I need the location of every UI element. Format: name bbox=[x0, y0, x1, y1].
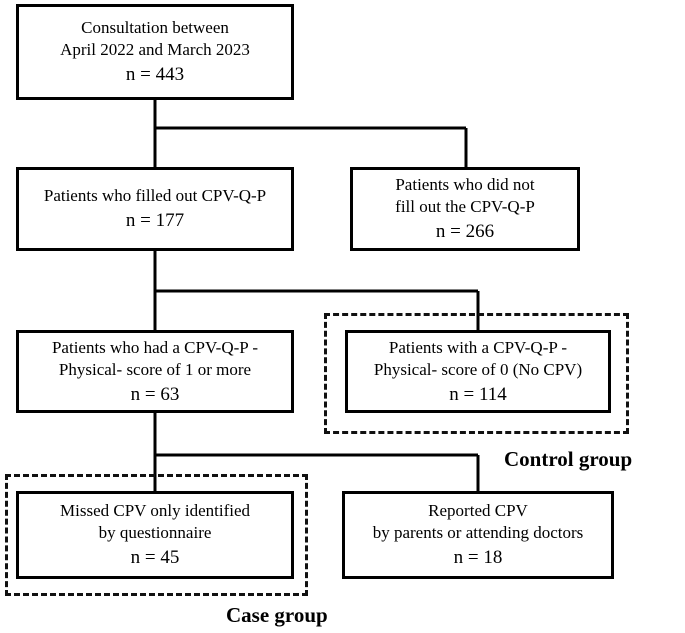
not-filled-line1: Patients who did not bbox=[395, 175, 535, 194]
missed-box: Missed CPV only identified by questionna… bbox=[16, 491, 294, 579]
score-zero-box: Patients with a CPV-Q-P - Physical- scor… bbox=[345, 330, 611, 413]
score-zero-line1: Patients with a CPV-Q-P - bbox=[388, 337, 568, 357]
missed-line2: by questionnaire bbox=[98, 523, 212, 542]
missed-n: n = 45 bbox=[130, 547, 180, 568]
score-zero-n: n = 114 bbox=[449, 383, 507, 405]
score-pos-n: n = 63 bbox=[130, 383, 180, 405]
not-filled-n: n = 266 bbox=[435, 221, 495, 242]
consultation-line1: Consultation between bbox=[81, 18, 229, 37]
filled-n: n = 177 bbox=[125, 210, 185, 231]
consultation-line2: April 2022 and March 2023 bbox=[60, 40, 250, 59]
control-group-label: Control group bbox=[504, 447, 633, 471]
reported-n: n = 18 bbox=[453, 547, 503, 568]
reported-line2: by parents or attending doctors bbox=[372, 523, 584, 542]
score-pos-box: Patients who had a CPV-Q-P - Physical- s… bbox=[16, 330, 294, 413]
case-group-label: Case group bbox=[226, 603, 328, 627]
not-filled-line2: fill out the CPV-Q-P bbox=[395, 197, 535, 216]
score-zero-line2: Physical- score of 0 (No CPV) bbox=[373, 359, 583, 379]
reported-line1: Reported CPV bbox=[428, 501, 528, 520]
missed-line1: Missed CPV only identified bbox=[60, 501, 250, 520]
case-group-outline bbox=[5, 474, 308, 596]
filled-box: Patients who filled out CPV-Q-P n = 177 bbox=[16, 167, 294, 251]
consultation-n: n = 443 bbox=[125, 64, 185, 85]
control-group-outline bbox=[324, 313, 629, 434]
score-pos-line2: Physical- score of 1 or more bbox=[58, 359, 252, 379]
score-pos-line1: Patients who had a CPV-Q-P - bbox=[51, 337, 259, 357]
not-filled-box: Patients who did not fill out the CPV-Q-… bbox=[350, 167, 580, 251]
filled-line1: Patients who filled out CPV-Q-P bbox=[43, 186, 267, 205]
consultation-box: Consultation between April 2022 and Marc… bbox=[16, 4, 294, 100]
reported-box: Reported CPV by parents or attending doc… bbox=[342, 491, 614, 579]
